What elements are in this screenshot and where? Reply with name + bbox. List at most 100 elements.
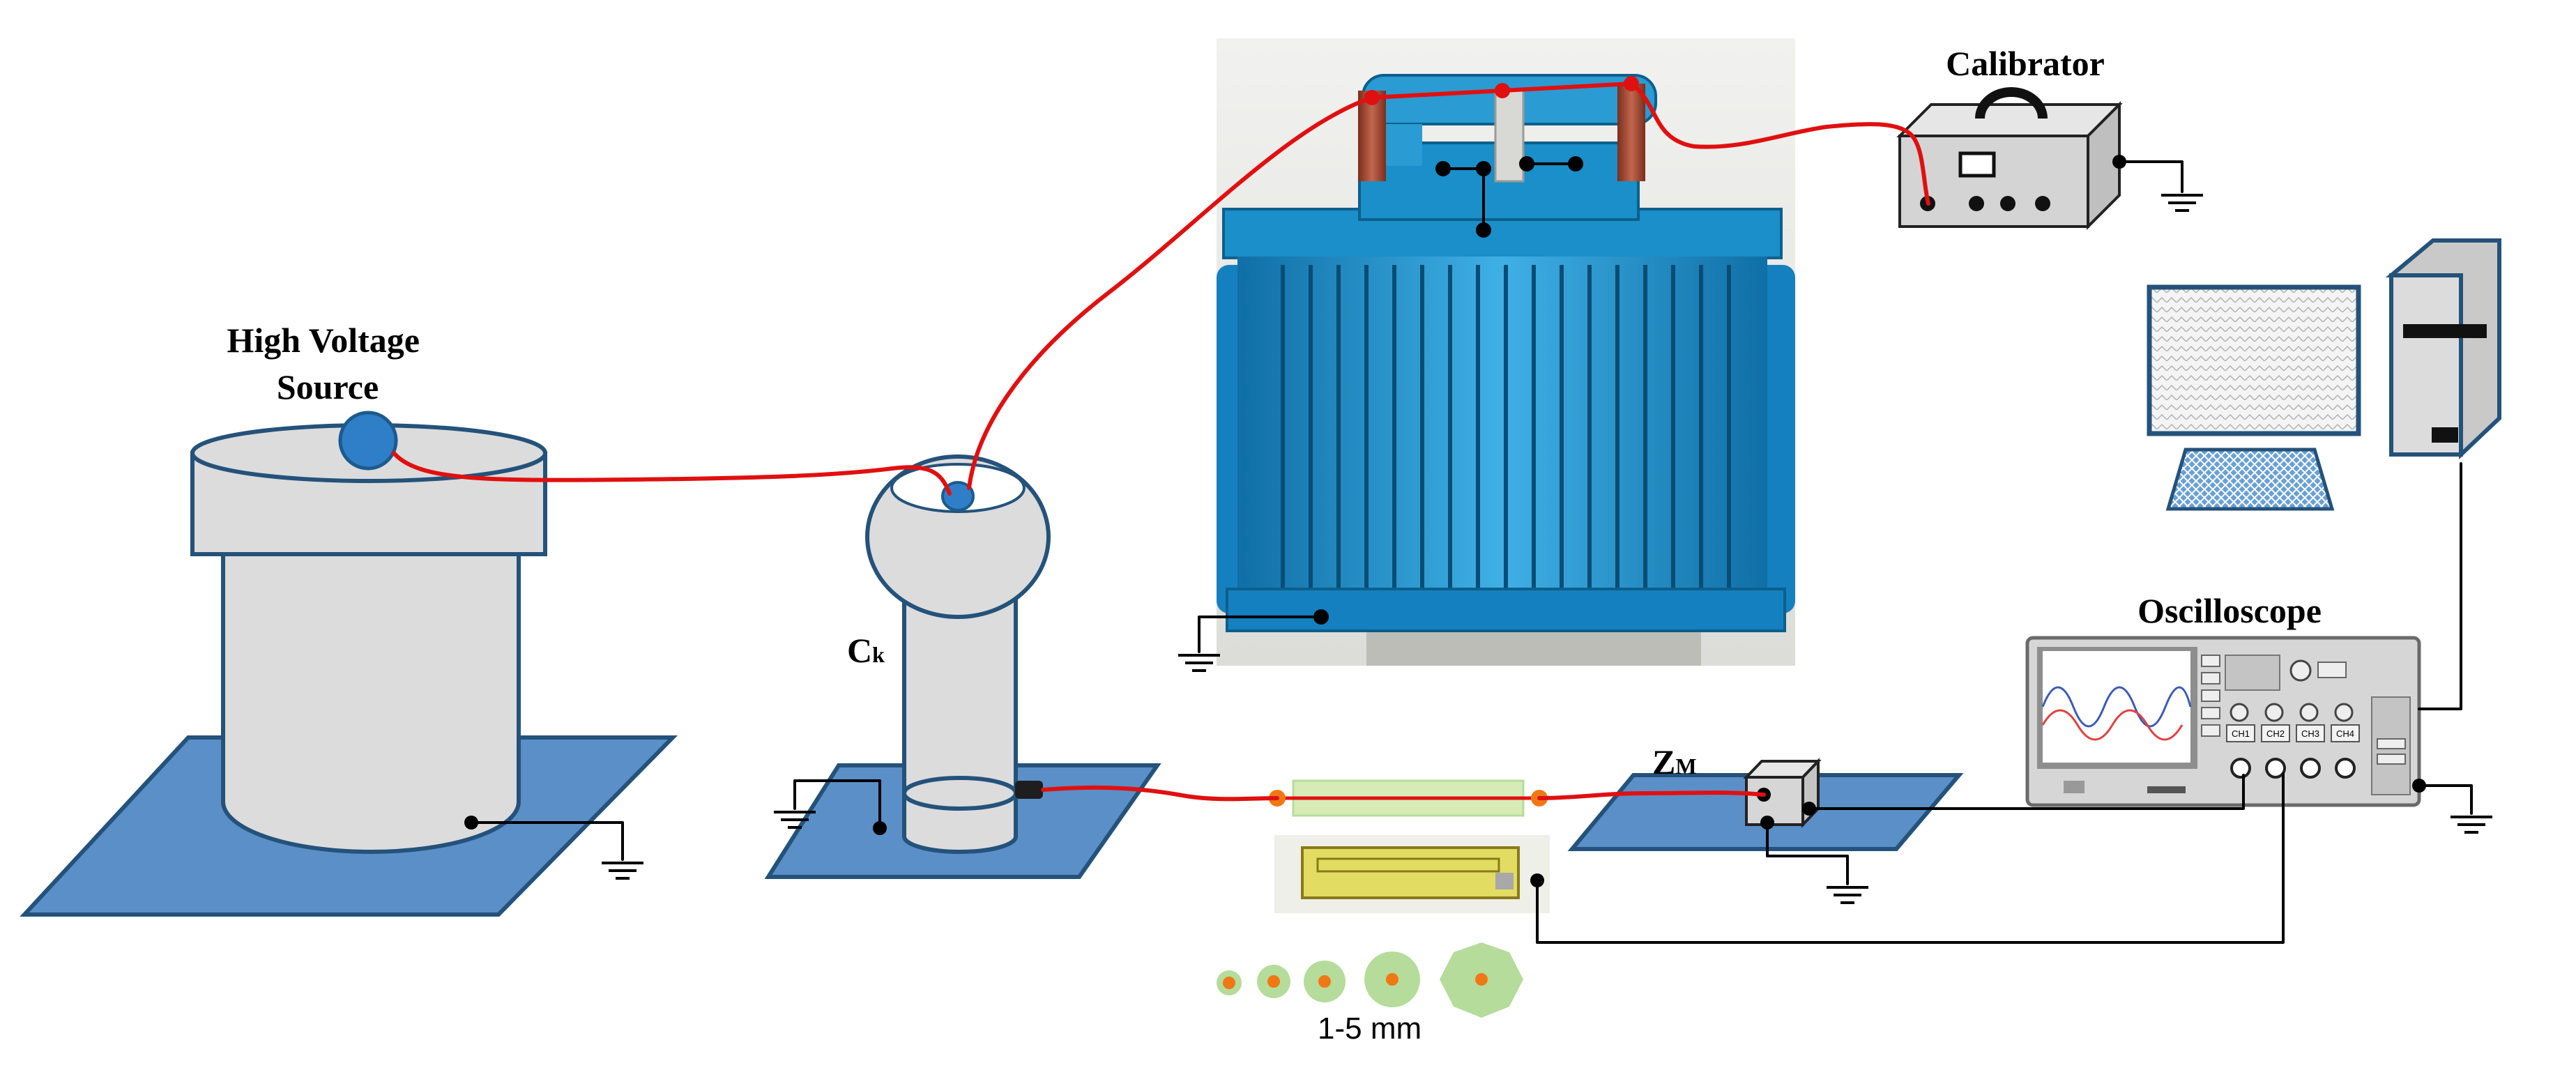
oscilloscope-softkey-1 [2201,655,2220,667]
oscilloscope-knob-ch1 [2230,703,2249,722]
oscilloscope-softkey-5 [2201,724,2220,737]
electrode-sample-photo [1274,835,1550,913]
coupling-capacitor-label: Ck [847,631,885,670]
computer-tower [2389,273,2463,457]
oscilloscope-softkey-3 [2201,689,2220,702]
calibrator-knob-2 [2000,196,2015,211]
impedance-box [1745,776,1804,826]
defect-core-4 [1386,973,1398,986]
oscilloscope-ch1-label: CH1 [2232,728,2250,739]
electrode-to-ch2-wire [1536,772,2285,944]
transformer-base-rails [1366,627,1701,666]
oscilloscope-ground-icon [2449,816,2494,834]
oscilloscope-ch2-label: CH2 [2266,728,2285,739]
transformer-to-calibrator-wire [1629,82,1930,206]
oscilloscope-trigger-key-1 [2377,738,2406,749]
defect-core-1 [1223,977,1235,989]
defect-core-2 [1267,975,1280,988]
hv-source-body [221,535,521,854]
oscilloscope-main-knob [2289,659,2312,682]
impedance-ground-icon [1825,886,1870,904]
test-cell-to-impedance-wire [1537,790,1766,800]
computer-power-button [2432,427,2458,443]
hv-source-to-capacitor-wire [392,451,952,496]
impedance-to-ch1-wire [1808,774,2245,810]
electrode-plate-connector [1495,873,1514,889]
impedance-ground-wire [1766,821,1849,885]
oscilloscope-ground-wire [2418,784,2473,815]
lv-node-2 [1476,161,1491,176]
defect-core-3 [1318,975,1331,988]
calibrator-knob-1 [1969,196,1984,211]
oscilloscope-knob-ch4 [2334,703,2354,722]
computer-keyboard [2165,448,2335,511]
capacitor-to-transformer-wire [967,95,1374,490]
bushing-left [1358,91,1386,181]
computer-monitor [2147,284,2361,436]
oscilloscope: CH1 CH2 CH3 CH4 [2025,636,2421,807]
calibrator-knob-3 [2035,196,2050,211]
oscilloscope-ch4-input [2335,758,2356,779]
bushing-middle-node [1495,83,1510,98]
bushing-right-node [1624,76,1639,91]
oscilloscope-ch2-input [2265,758,2286,779]
defect-size-label: 1-5 mm [1318,1011,1422,1046]
defect-size-samples [1217,942,1523,1018]
oscilloscope-ch3-label: CH3 [2301,728,2319,739]
computer [2147,238,2501,511]
hv-source-label: High Voltage Source [227,321,429,406]
oscilloscope-label: Oscilloscope [2137,591,2322,630]
oscilloscope-run-button [2317,662,2347,678]
test-cell [1269,779,1548,817]
capacitor-terminal [941,481,975,512]
transformer-ground-icon [1177,654,1221,672]
transformer-fins [1281,265,1731,589]
oscilloscope-trace-red [2041,709,2183,741]
hv-source-ground-icon [600,862,645,880]
electrode-plate-inner [1316,857,1500,873]
measuring-impedance [1567,758,1964,851]
bushing-middle [1494,89,1525,183]
oscilloscope-menu-panel [2225,655,2280,691]
oscilloscope-ch1-input [2230,758,2251,779]
calibrator-handle [1975,87,2048,119]
measuring-impedance-label: ZM [1652,742,1697,781]
calibrator-front-face [1898,135,2089,228]
high-voltage-source [20,411,678,917]
oscilloscope-softkey-2 [2201,672,2220,685]
oscilloscope-trigger-key-2 [2377,754,2406,765]
oscilloscope-screen [2043,651,2190,763]
capacitor-output-connector [1015,781,1043,799]
oscilloscope-softkey-4 [2201,707,2220,719]
bushing-left-node [1364,90,1380,105]
transformer-tank [1237,257,1767,597]
capacitor-ground-wire [793,779,881,830]
oscilloscope-ch4-label: CH4 [2336,728,2354,739]
transformer-bottom-frame [1226,588,1786,632]
bushing-right [1617,84,1645,181]
oscilloscope-power-switch [2147,786,2186,793]
defect-core-5 [1475,973,1488,986]
transformer-photo [1217,38,1795,666]
calibrator-label: Calibrator [1946,44,2105,83]
oscilloscope-ch4-button [2331,724,2360,742]
lv-node-3 [1519,156,1534,171]
transformer-ground-wire [1198,616,1323,653]
oscilloscope-ch3-input [2300,758,2321,779]
calibrator-ground-icon [2160,194,2204,212]
oscilloscope-knob-ch3 [2299,703,2319,722]
computer-drive-slot [2403,324,2487,338]
calibrator-top-face [1896,103,2123,137]
hv-source-ground-wire [470,821,624,861]
lv-node-5 [1476,222,1491,238]
oscilloscope-trace-blue [2041,686,2192,728]
hv-source-label-line-2: Source [277,367,379,406]
hv-source-terminal [338,411,398,471]
calibrator [1896,87,2123,230]
coupling-capacitor [764,454,1161,879]
oscilloscope-usb-port [2064,781,2085,793]
oscilloscope-ch3-button [2296,724,2325,742]
capacitor-to-test-cell-wire [1041,785,1279,802]
oscilloscope-ch2-button [2261,724,2290,742]
